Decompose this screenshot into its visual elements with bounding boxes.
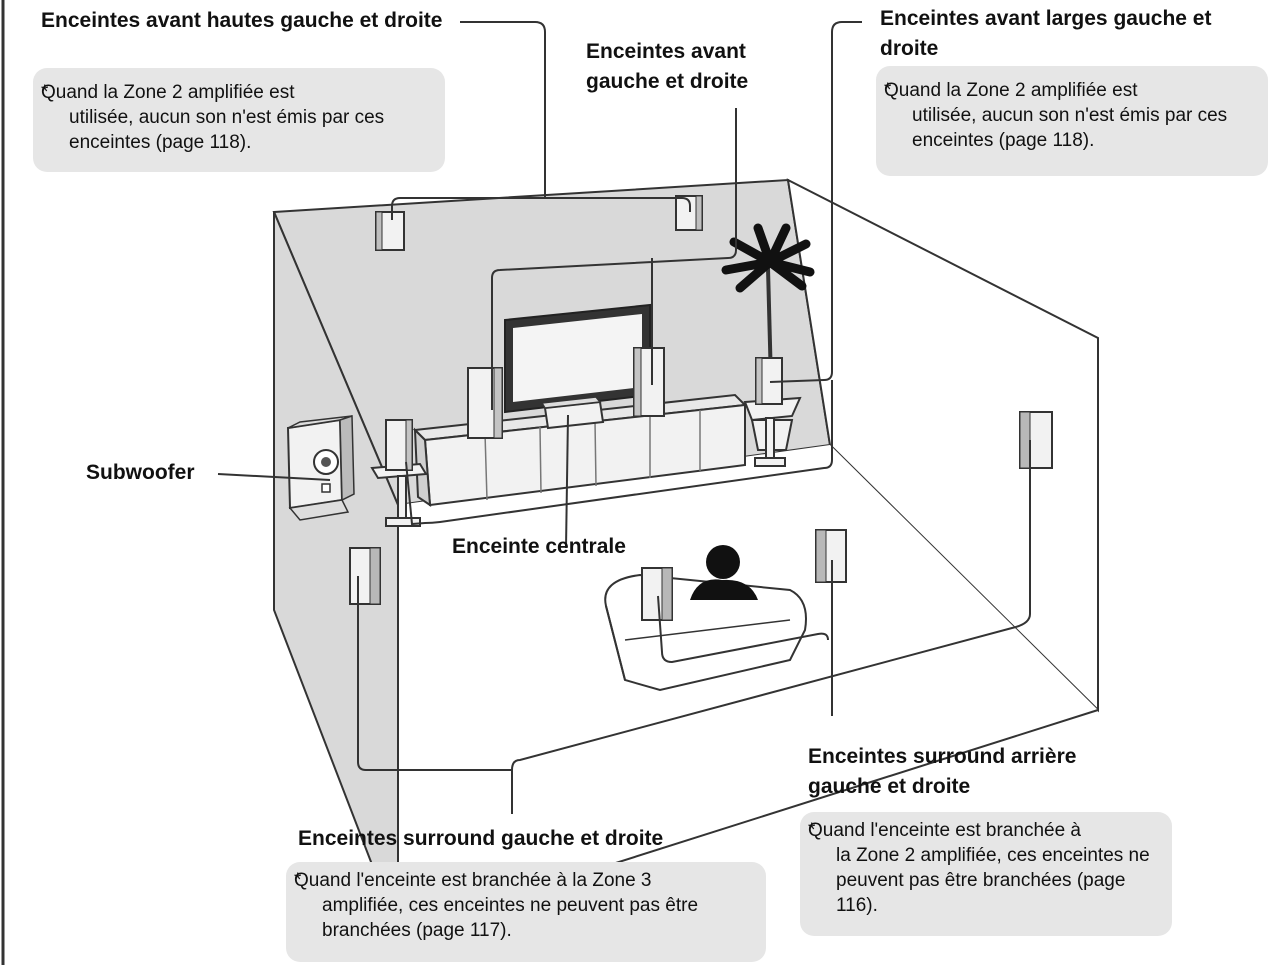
note-surround-rest: amplifiée, ces enceintes ne peuvent pas … [322, 895, 699, 941]
television [504, 303, 651, 414]
label-center: Enceinte centrale [452, 535, 626, 558]
note-star: * [41, 82, 49, 103]
center-speaker [540, 396, 605, 430]
label-surround-back: Enceintes surround arrière gauche et dro… [808, 745, 1077, 798]
note-star: * [808, 820, 816, 841]
surround-back-speaker-left [641, 567, 673, 621]
front-speaker-left [467, 367, 503, 439]
label-surround: Enceintes surround gauche et droite [298, 827, 664, 850]
listener [690, 545, 758, 600]
front-wide-speaker-right [743, 357, 802, 467]
leader-center [565, 414, 569, 549]
note-front-high-first: Quand la Zone 2 amplifiée est [41, 82, 295, 103]
note-surround: * Quand l'enceinte est branchée à la Zon… [286, 862, 766, 962]
surround-speaker-right [1019, 411, 1053, 469]
label-front: Enceintes avant gauche et droite [586, 40, 749, 93]
label-subwoofer: Subwoofer [86, 461, 195, 484]
front-high-speaker-left [375, 211, 405, 251]
floor [398, 445, 1098, 932]
surround-speaker-left [349, 547, 381, 605]
leader-lines [217, 21, 1031, 814]
leader-subwoofer [217, 473, 331, 481]
leader-front [491, 108, 737, 410]
note-surround-back-first: Quand l'enceinte est branchée à [808, 820, 1081, 841]
note-star: * [884, 80, 892, 101]
note-front-wide-rest: utilisée, aucun son n'est émis par ces e… [912, 105, 1228, 151]
leader-front-high [391, 21, 691, 220]
note-front-high-rest: utilisée, aucun son n'est émis par ces e… [69, 107, 385, 153]
label-front-wide: Enceintes avant larges gauche et droite [880, 7, 1212, 60]
note-front-wide: * Quand la Zone 2 amplifiée est utilisée… [876, 66, 1268, 176]
note-surround-back: * Quand l'enceinte est branchée à la Zon… [800, 812, 1172, 936]
subwoofer [286, 414, 355, 521]
leader-surround-back [657, 560, 833, 716]
label-front-high: Enceintes avant hautes gauche et droite [41, 9, 443, 32]
leader-surround [357, 440, 1031, 814]
note-star: * [294, 870, 302, 891]
front-high-speaker-right [675, 195, 703, 231]
note-front-high: * Quand la Zone 2 amplifiée est utilisée… [33, 68, 445, 172]
front-speaker-right [633, 347, 665, 417]
leader-front-wide [405, 21, 862, 526]
note-surround-back-rest: la Zone 2 amplifiée, ces enceintes ne pe… [836, 845, 1150, 916]
note-front-wide-first: Quand la Zone 2 amplifiée est [884, 80, 1138, 101]
note-surround-first: Quand l'enceinte est branchée à la Zone … [294, 870, 652, 891]
front-wide-speaker-left [370, 419, 428, 527]
